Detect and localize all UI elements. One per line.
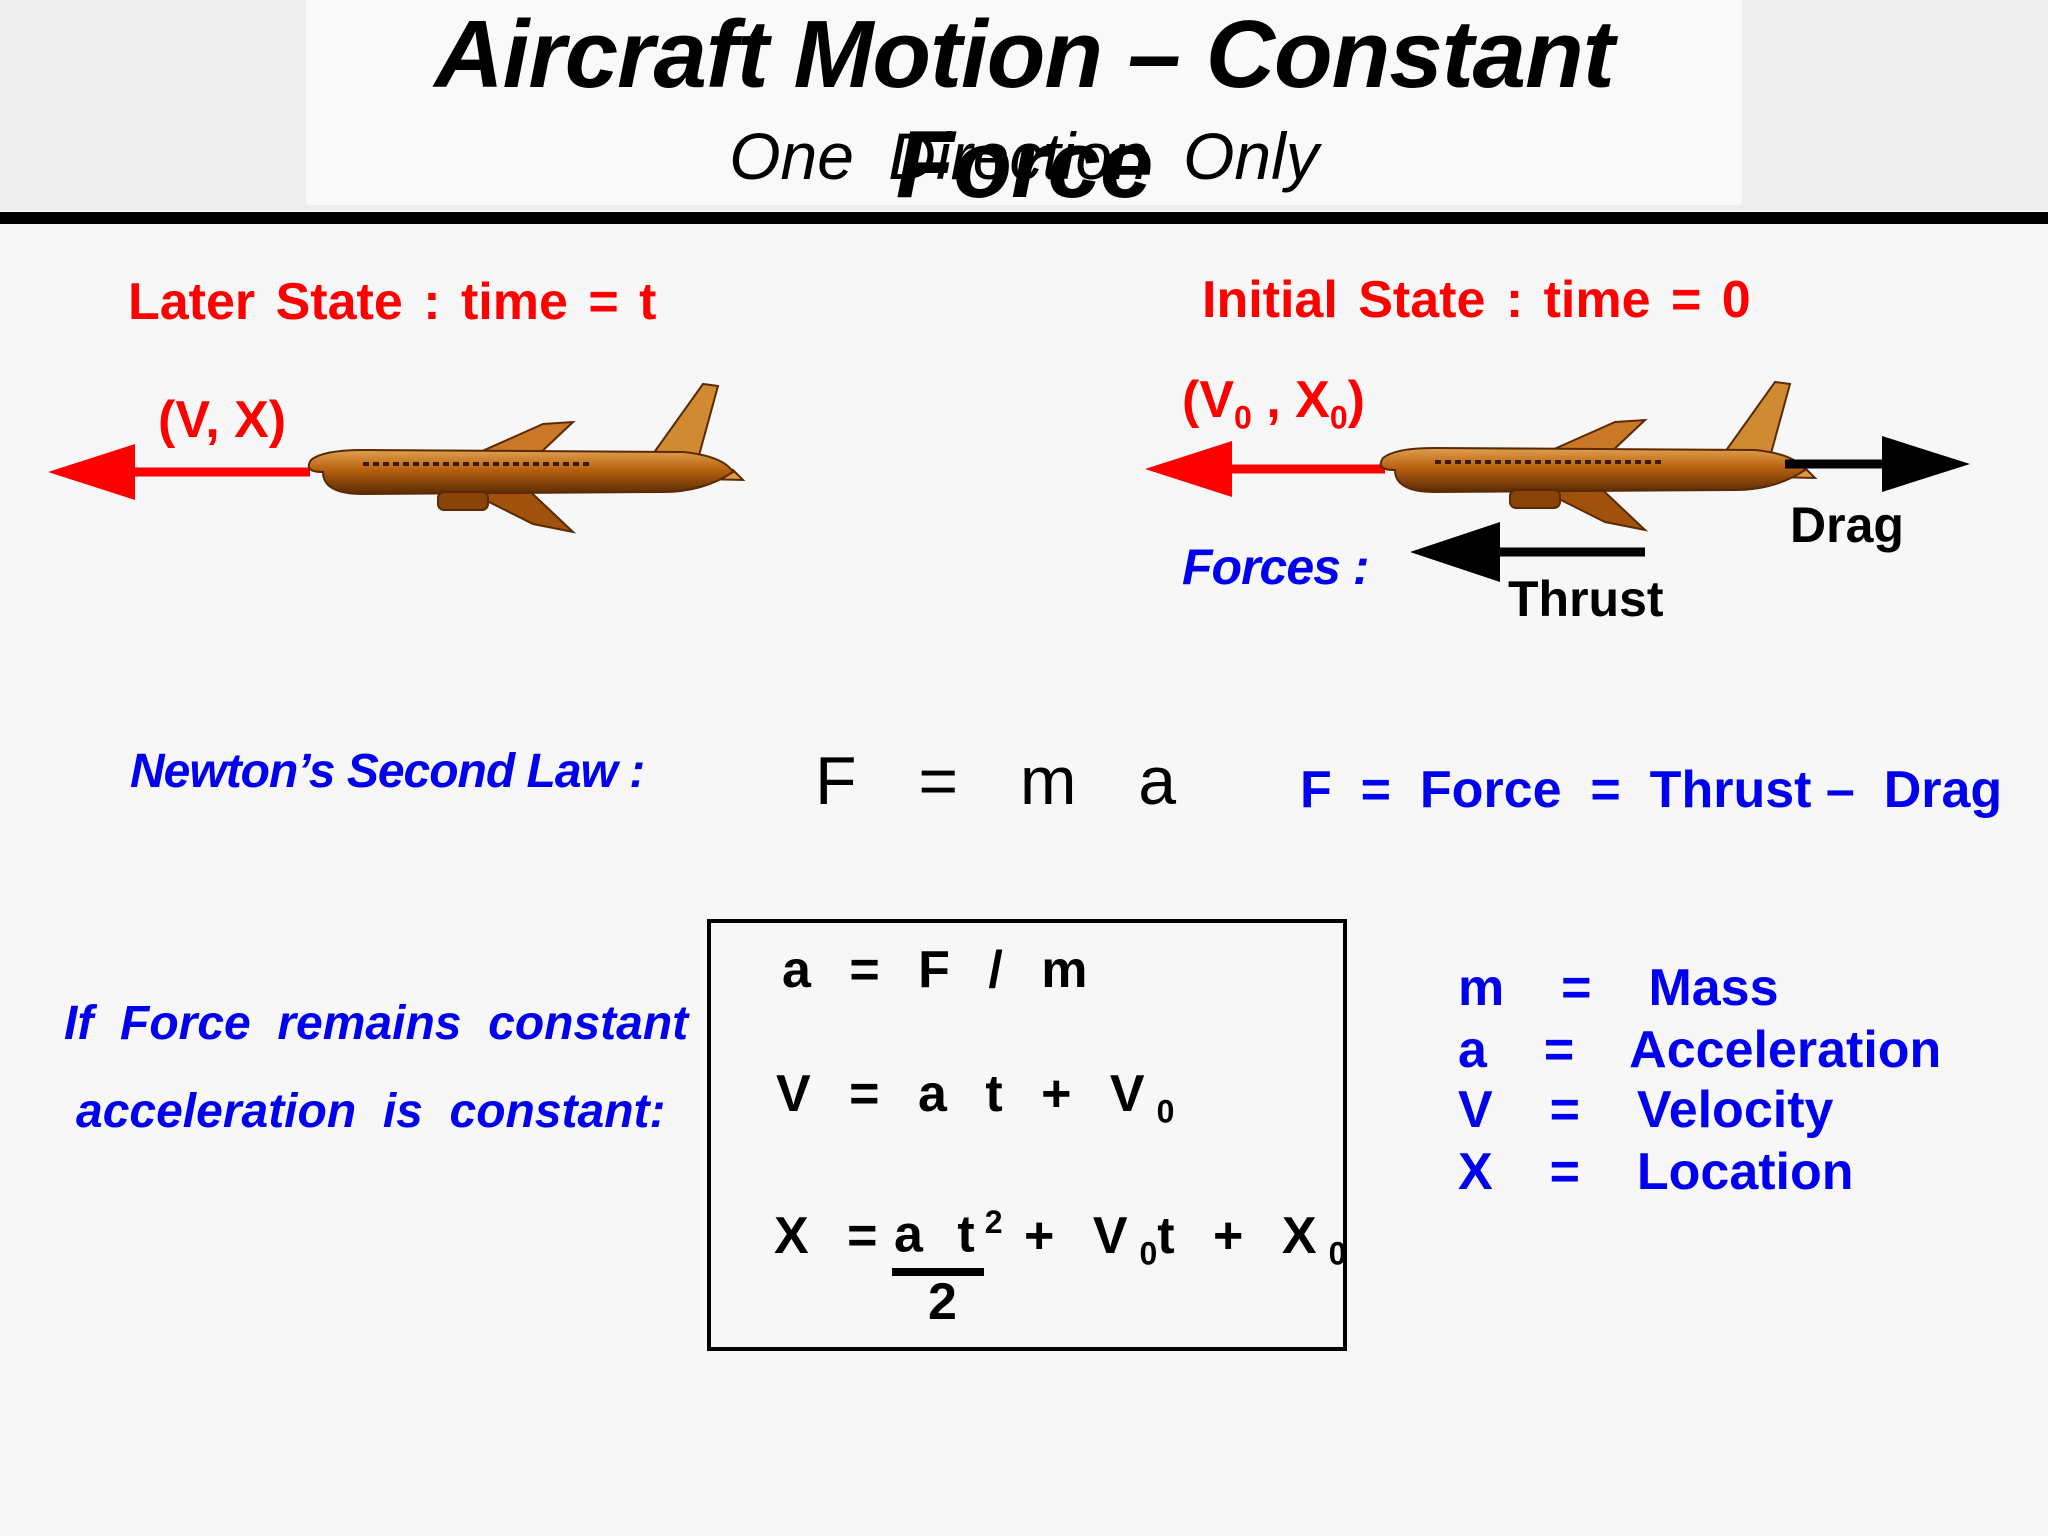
constant-force-note-line2: acceleration is constant: (76, 1084, 666, 1139)
equation-location-numerator: a t2 (894, 1204, 1002, 1264)
later-aircraft (309, 384, 743, 532)
definition-mass: m = Mass (1458, 958, 1779, 1018)
drag-label: Drag (1790, 496, 1904, 554)
equation-velocity: V = a t + V0 (776, 1064, 1174, 1130)
newton-equation: F = m a (815, 742, 1176, 820)
equation-location-rest: + V0t + X0 (1024, 1206, 1346, 1272)
later-velocity-arrow (48, 444, 310, 500)
initial-aircraft (1381, 382, 1815, 530)
drag-arrow (1785, 436, 1970, 492)
equation-location-denominator: 2 (928, 1272, 969, 1332)
later-state-vector: (V, X) (158, 390, 286, 450)
initial-velocity-arrow (1145, 441, 1385, 497)
forces-label: Forces : (1182, 538, 1369, 596)
equation-acceleration: a = F / m (782, 940, 1100, 1000)
definition-velocity: V = Velocity (1458, 1080, 1833, 1140)
definition-location: X = Location (1458, 1142, 1854, 1202)
newton-law-label: Newton’s Second Law : (130, 744, 644, 799)
initial-state-label: Initial State : time = 0 (1202, 270, 1751, 330)
definition-acceleration: a = Acceleration (1458, 1020, 1941, 1080)
constant-force-note-line1: If Force remains constant (64, 996, 688, 1051)
initial-state-vector: (V0 , X0) (1182, 370, 1365, 436)
thrust-label: Thrust (1508, 570, 1664, 628)
force-definition: F = Force = Thrust – Drag (1300, 760, 2002, 820)
later-state-label: Later State : time = t (128, 272, 656, 332)
equation-location-prefix: X = (774, 1206, 890, 1266)
